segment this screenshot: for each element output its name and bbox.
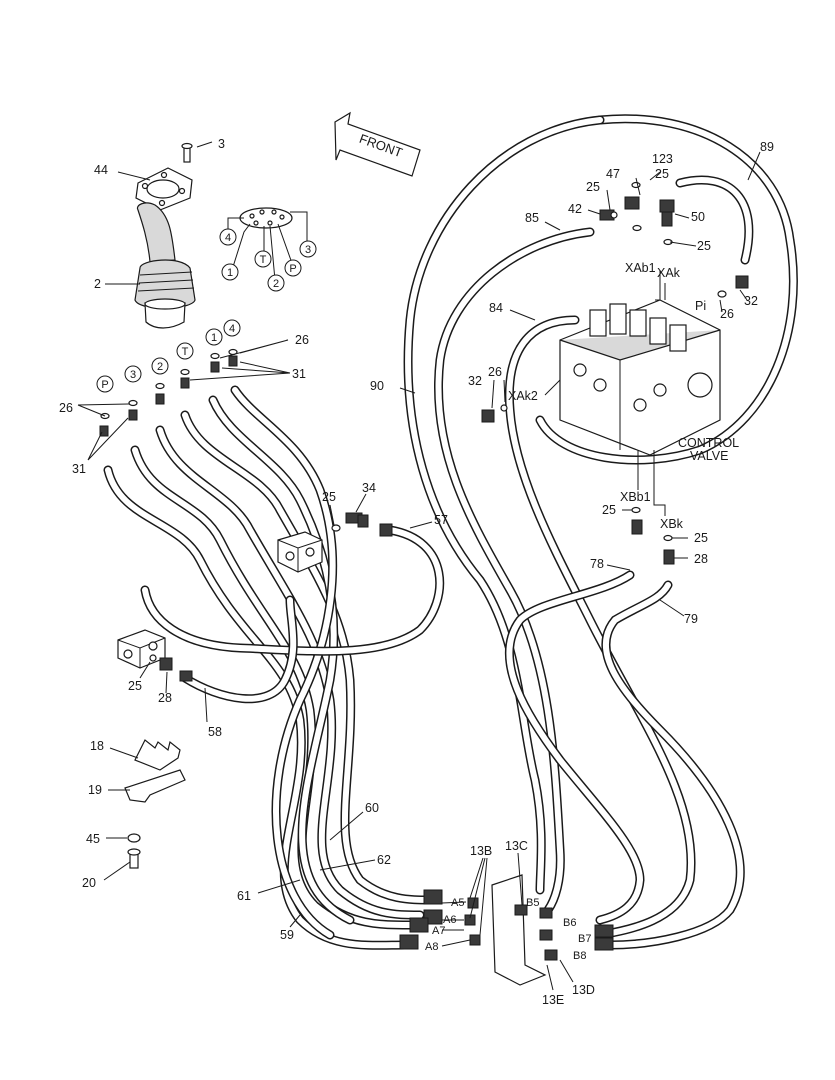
pattern-P: P	[289, 263, 296, 275]
label-45: 45	[86, 832, 100, 846]
label-34: 34	[362, 481, 376, 495]
clamp-assembly	[124, 739, 186, 869]
label-28b: 28	[694, 552, 708, 566]
hose-bundle-left	[103, 385, 435, 950]
pattern-3: 3	[305, 244, 311, 256]
label-26d: 26	[488, 365, 502, 379]
label-32a: 32	[744, 294, 758, 308]
circle-T: T	[182, 346, 189, 358]
label-25b: 25	[128, 679, 142, 693]
label-18: 18	[90, 739, 104, 753]
fitting-28-lower	[149, 654, 193, 682]
label-28a: 28	[158, 691, 172, 705]
front-arrow: FRONT	[334, 111, 421, 177]
port-xab1: XAb1	[625, 261, 656, 275]
port-b8: B8	[573, 950, 586, 962]
port-a7: A7	[432, 925, 445, 937]
label-25d: 25	[586, 180, 600, 194]
label-20: 20	[82, 876, 96, 890]
port-xak2: XAk2	[508, 389, 538, 403]
label-31a: 31	[292, 367, 306, 381]
port-a8: A8	[425, 941, 438, 953]
label-25g: 25	[694, 531, 708, 545]
port-b6: B6	[563, 917, 576, 929]
hose-84	[504, 315, 696, 940]
label-25a: 25	[322, 490, 336, 504]
port-xbb1: XBb1	[620, 490, 651, 504]
label-59: 59	[280, 928, 294, 942]
bottom-bracket	[399, 874, 614, 986]
port-xak: XAk	[657, 266, 681, 280]
circle-3: 3	[130, 369, 136, 381]
part-number-labels: 3 44 2 26 31 26 31 25 34 57 25 28 58 18 …	[59, 137, 774, 1007]
control-valve	[559, 299, 721, 456]
label-2: 2	[94, 277, 101, 291]
hose-79	[601, 580, 745, 950]
pattern-circle-labels: 4 1 T 2 P 3 1 4 T 2 3 P	[96, 228, 317, 393]
pilot-block-upper	[277, 531, 323, 573]
fitting-34	[331, 512, 393, 537]
pattern-T: T	[260, 254, 267, 266]
leader-lines	[77, 141, 761, 991]
label-89: 89	[760, 140, 774, 154]
label-13D: 13D	[572, 983, 595, 997]
label-32b: 32	[468, 374, 482, 388]
hose-85	[433, 227, 595, 915]
hose-58	[180, 595, 298, 704]
label-79: 79	[684, 612, 698, 626]
pilot-fittings	[99, 348, 238, 437]
label-60: 60	[365, 801, 379, 815]
port-pattern-diagram	[227, 207, 308, 281]
label-31b: 31	[72, 462, 86, 476]
label-62: 62	[377, 853, 391, 867]
label-44: 44	[94, 163, 108, 177]
label-57: 57	[434, 513, 448, 527]
control-valve-label-2: VALVE	[690, 449, 728, 463]
port-a6: A6	[443, 914, 456, 926]
pattern-4: 4	[225, 232, 231, 244]
hose-57	[140, 525, 445, 656]
label-26b: 26	[59, 401, 73, 415]
hose-89	[675, 175, 754, 265]
hose-90	[403, 114, 798, 895]
label-78: 78	[590, 557, 604, 571]
circle-4: 4	[229, 323, 235, 335]
circle-2: 2	[157, 361, 163, 373]
valve-top-fittings	[481, 181, 749, 565]
label-123: 123	[652, 152, 673, 166]
port-a5: A5	[451, 897, 464, 909]
label-25f: 25	[602, 503, 616, 517]
label-50: 50	[691, 210, 705, 224]
pattern-2: 2	[273, 278, 279, 290]
label-25e: 25	[697, 239, 711, 253]
label-13C: 13C	[505, 839, 528, 853]
label-13E: 13E	[542, 993, 564, 1007]
port-b7: B7	[578, 933, 591, 945]
label-26c: 26	[720, 307, 734, 321]
control-valve-label-1: CONTROL	[678, 436, 739, 450]
label-85: 85	[525, 211, 539, 225]
label-19: 19	[88, 783, 102, 797]
port-xbk: XBk	[660, 517, 684, 531]
label-90: 90	[370, 379, 384, 393]
label-13B: 13B	[470, 844, 492, 858]
label-61: 61	[237, 889, 251, 903]
label-42: 42	[568, 202, 582, 216]
hose-78	[505, 570, 645, 925]
port-labels: XAb1 XAk Pi XAk2 XBb1 XBk A5 A6 A7 A8 B5…	[425, 261, 706, 962]
label-25c: 25	[655, 167, 669, 181]
label-3: 3	[218, 137, 225, 151]
label-58: 58	[208, 725, 222, 739]
pattern-1: 1	[227, 267, 233, 279]
label-47: 47	[606, 167, 620, 181]
circle-1: 1	[211, 332, 217, 344]
label-26a: 26	[295, 333, 309, 347]
joystick-assembly	[134, 142, 196, 329]
port-b5: B5	[526, 897, 539, 909]
port-pi: Pi	[695, 299, 706, 313]
circle-P: P	[101, 379, 108, 391]
pilot-block-lower	[117, 629, 166, 669]
label-84: 84	[489, 301, 503, 315]
